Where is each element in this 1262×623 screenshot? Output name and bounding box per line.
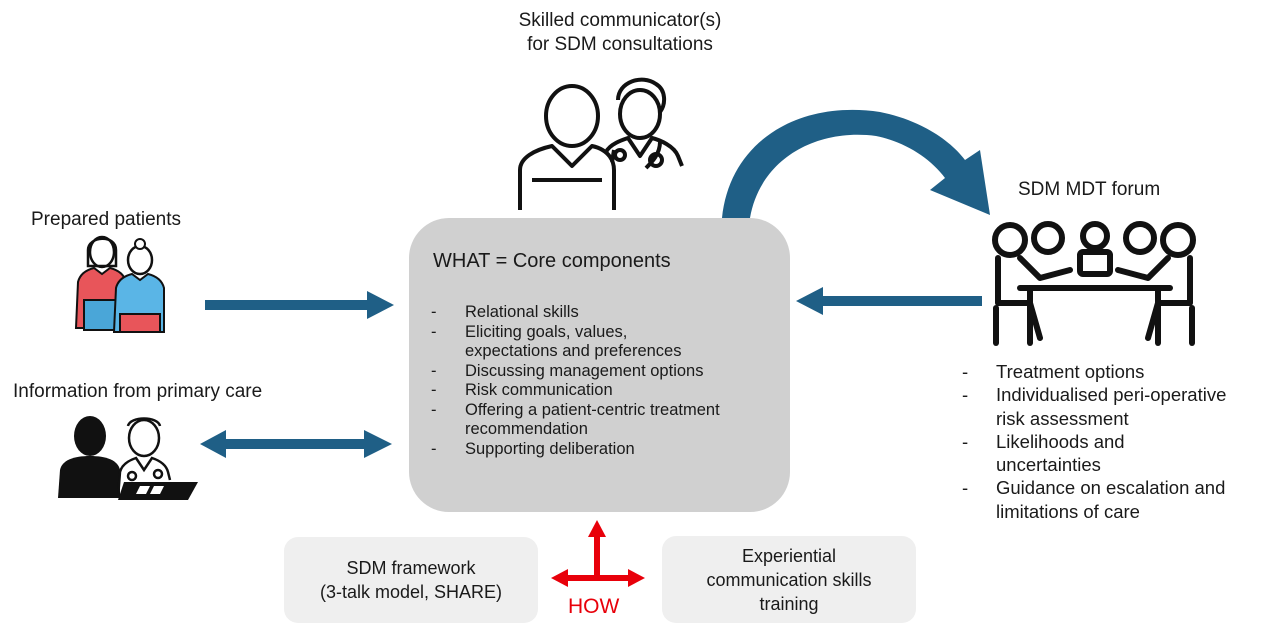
- list-item: Likelihoods and uncertainties: [962, 430, 1196, 477]
- training-line2: communication skills: [706, 569, 872, 590]
- patients-label: Prepared patients: [31, 209, 181, 230]
- patients-icon: [74, 235, 165, 333]
- arrow-patients-to-core: [205, 291, 394, 319]
- framework-line1: SDM framework: [346, 558, 476, 578]
- clinician-pair-icon: [518, 77, 684, 210]
- how-arrows: [551, 520, 645, 587]
- how-label: HOW: [568, 595, 620, 618]
- sdm-framework-box: SDM framework (3-talk model, SHARE): [284, 537, 538, 623]
- list-item: Individualised peri-operative risk asses…: [962, 383, 1258, 430]
- core-components-box: WHAT = Core components Relational skills…: [409, 218, 790, 512]
- list-item: Discussing management options: [431, 362, 781, 382]
- list-item: Offering a patient-centric treatment rec…: [431, 401, 781, 440]
- mdt-title: SDM MDT forum: [1018, 179, 1161, 200]
- list-item: Risk communication: [431, 381, 781, 401]
- communicators-label: Skilled communicator(s) for SDM consulta…: [440, 9, 800, 57]
- arrow-mdt-to-core: [796, 287, 982, 315]
- list-item: Treatment options: [962, 360, 1262, 384]
- primary-care-label: Information from primary care: [13, 381, 263, 402]
- core-list: Relational skills Eliciting goals, value…: [431, 303, 781, 459]
- primary-care-icon: [58, 416, 198, 500]
- list-item: Eliciting goals, values, expectations an…: [431, 323, 695, 362]
- training-line1: Experiential: [741, 545, 837, 566]
- mdt-list: Treatment options Individualised peri-op…: [962, 360, 1262, 523]
- list-item: Guidance on escalation and limitations o…: [962, 476, 1246, 523]
- communicators-line2: for SDM consultations: [527, 34, 713, 55]
- training-box: Experiential communication skills traini…: [662, 536, 916, 623]
- core-title: WHAT = Core components: [433, 250, 671, 272]
- mdt-meeting-icon: [992, 221, 1196, 346]
- framework-line2: (3-talk model, SHARE): [319, 582, 503, 602]
- arrow-core-to-mdt: [722, 109, 990, 218]
- list-item: Supporting deliberation: [431, 440, 781, 460]
- training-line3: training: [759, 593, 819, 614]
- list-item: Relational skills: [431, 303, 781, 323]
- communicators-line1: Skilled communicator(s): [518, 10, 722, 31]
- arrow-primary-care-core: [200, 430, 392, 458]
